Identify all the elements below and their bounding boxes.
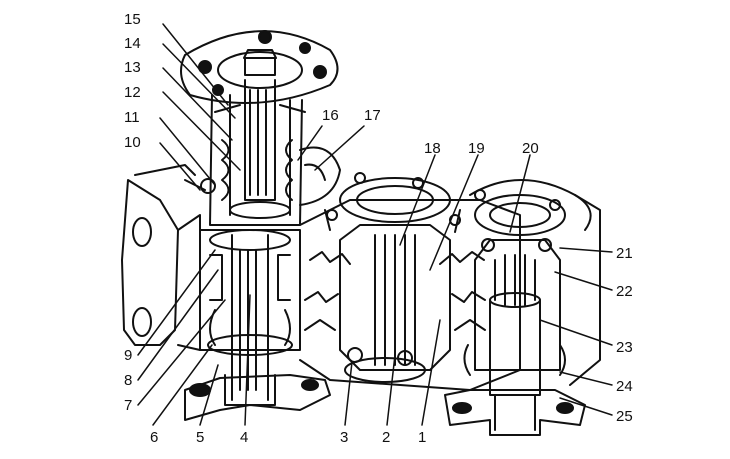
left-foot [184,374,331,421]
callout-19: 19 [468,140,485,157]
callout-11: 11 [124,109,140,126]
left-housing [121,164,201,351]
callout-17: 17 [364,107,381,124]
callout-7: 7 [124,397,132,414]
leader-11 [159,117,216,186]
leader-16 [297,125,323,161]
right-foot [444,389,586,436]
callout-25: 25 [616,408,633,425]
leader-6 [152,344,213,426]
callout-14: 14 [124,35,141,52]
callout-9: 9 [124,347,132,364]
callout-labels: 15 14 13 12 11 10 16 17 18 19 20 21 22 2… [124,11,633,446]
leader-1 [421,319,441,426]
callout-6: 6 [150,429,158,446]
callout-10: 10 [124,134,141,151]
leader-3 [344,361,353,426]
leader-8 [137,269,219,381]
callout-13: 13 [124,59,141,76]
callout-2: 2 [382,429,390,446]
callout-15: 15 [124,11,141,28]
leader-24 [559,371,613,386]
callout-16: 16 [322,107,339,124]
leader-10 [159,142,201,191]
leader-20 [509,154,531,233]
callout-1: 1 [418,429,426,446]
callout-18: 18 [424,140,441,157]
leader-22 [554,271,613,291]
leader-19 [429,154,479,271]
top-flange [180,30,339,104]
callout-20: 20 [522,140,539,157]
leader-23 [539,319,613,346]
left-shaft-gears [199,229,301,401]
central-housing [299,172,521,391]
leader-lines [137,23,613,426]
leader-21 [559,247,613,253]
callout-23: 23 [616,339,633,356]
callout-3: 3 [340,429,348,446]
leader-15 [162,23,229,106]
input-shaft-assembly [209,79,306,226]
callout-5: 5 [196,429,204,446]
callout-22: 22 [616,283,633,300]
leader-2 [386,354,396,426]
leader-7 [137,299,226,406]
callout-21: 21 [616,245,633,262]
leader-18 [399,154,436,246]
callout-24: 24 [616,378,633,395]
leader-5 [199,364,219,426]
leader-17 [314,125,365,171]
leader-13 [162,67,233,141]
leader-25 [559,397,613,416]
callout-4: 4 [240,429,248,446]
leader-4 [244,294,251,426]
leader-14 [162,43,236,119]
leader-9 [137,249,216,356]
leader-12 [162,91,241,171]
callout-12: 12 [124,84,141,101]
right-shaft-assembly [463,179,601,396]
callout-8: 8 [124,372,132,389]
